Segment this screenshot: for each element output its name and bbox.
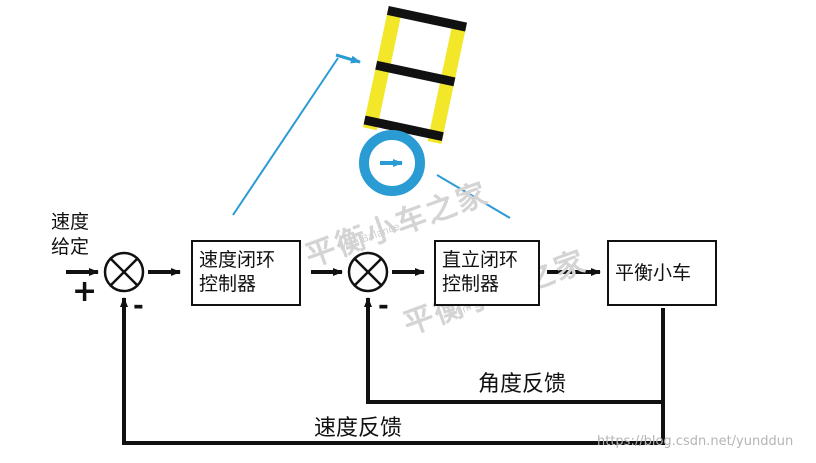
robot-wheel-icon <box>359 130 425 196</box>
input-label-line2: 给定 <box>51 236 90 258</box>
minus-sign-2: - <box>378 291 389 321</box>
upright-controller-line2: 控制器 <box>442 273 500 295</box>
source-credit: https://blog.csdn.net/yunddun <box>597 434 794 449</box>
speed-controller-line1: 速度闭环 <box>199 249 276 271</box>
speed-controller-block: 速度闭环 控制器 <box>191 240 301 306</box>
summing-junction-2 <box>347 251 389 293</box>
plus-sign: + <box>72 274 98 309</box>
minus-sign-1: - <box>133 291 144 321</box>
upright-controller-line1: 直立闭环 <box>442 249 519 271</box>
plant-block: 平衡小车 <box>607 240 717 306</box>
callout-line-left <box>232 57 339 216</box>
balance-robot-illustration <box>232 6 511 219</box>
plant-label: 平衡小车 <box>615 262 692 284</box>
upright-controller-block: 直立闭环 控制器 <box>434 240 540 306</box>
tilt-arrow <box>335 53 361 64</box>
angle-feedback-label: 角度反馈 <box>478 372 567 397</box>
speed-feedback-label: 速度反馈 <box>314 416 403 441</box>
angle-feedback-path <box>366 303 665 404</box>
speed-controller-line2: 控制器 <box>199 273 257 295</box>
summing-junction-1 <box>103 251 145 293</box>
input-label-line1: 速度 <box>51 211 90 233</box>
speed-feedback-path <box>122 303 665 445</box>
robot-body-icon <box>362 6 468 144</box>
callout-line-right <box>436 174 511 219</box>
